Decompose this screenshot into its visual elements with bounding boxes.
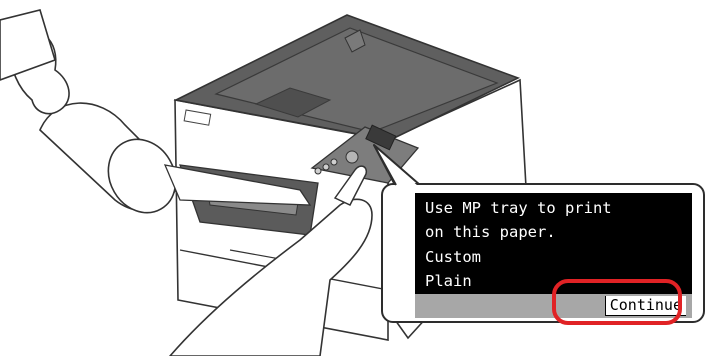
- lcd-message-line-1: Use MP tray to print: [425, 199, 612, 218]
- lcd-paper-type: Plain: [425, 272, 472, 291]
- highlight-ring: [552, 279, 682, 325]
- lcd-message-line-2: on this paper.: [425, 223, 556, 242]
- lcd-paper-size: Custom: [425, 248, 481, 267]
